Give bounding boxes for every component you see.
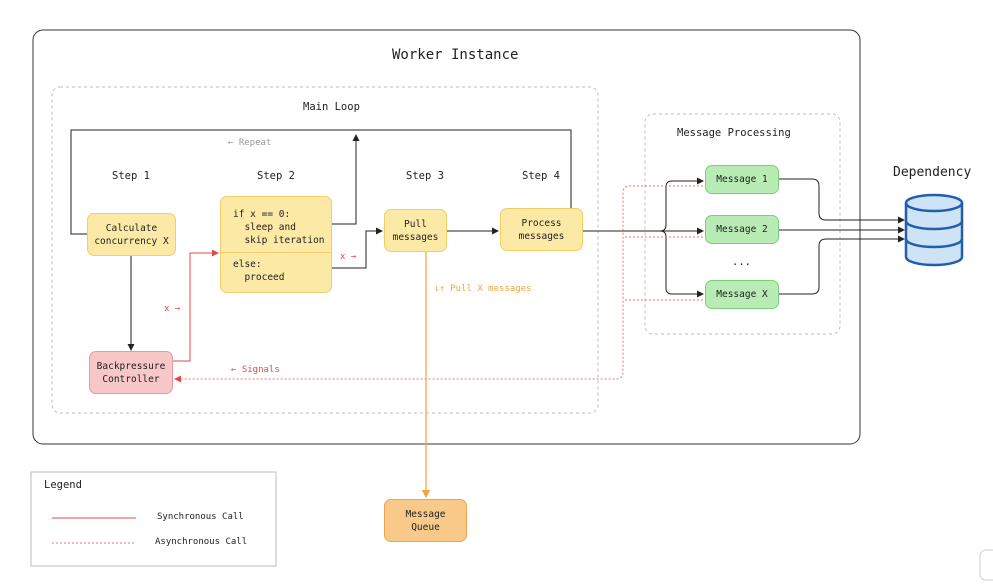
repeat-label: ← Repeat [228,138,272,148]
message-processing-title: Message Processing [677,127,791,139]
step1-label: Step 1 [112,170,150,182]
legend-frame [30,471,277,567]
dependency-title: Dependency [893,165,972,180]
legend-async-label: Asynchronous Call [155,537,248,547]
process-to-message1-edge [583,177,704,232]
worker-instance-frame [32,29,861,445]
message-queue-node: Message Queue [384,499,467,542]
message-1-node: Message 1 [705,165,779,194]
process-messages-node: Process messages [500,208,583,251]
legend-title: Legend [44,479,82,491]
corner-widget [979,549,993,581]
x-label-right: x → [340,252,357,262]
message-2-node: Message 2 [705,215,779,244]
main-loop-title: Main Loop [303,101,360,113]
step2-if-text: if x == 0: sleep and skip iteration [233,209,325,246]
signals-edge [174,185,703,383]
message-x-node: Message X [705,280,779,309]
backpressure-to-step2-edge [173,249,219,362]
step2-label: Step 2 [257,170,295,182]
step3-label: Step 3 [406,170,444,182]
main-loop-frame [51,86,599,414]
step2-divider [221,252,331,253]
step2-to-pull-edge [331,227,383,269]
database-icon [904,193,964,267]
legend-sync-label: Synchronous Call [157,512,244,522]
step4-label: Step 4 [522,170,560,182]
backpressure-controller-node: Backpressure Controller [89,351,173,394]
messageX-to-db-edge [779,235,905,295]
step2-decision-node: if x == 0: sleep and skip iteration else… [220,196,332,293]
calculate-concurrency-node: Calculate concurrency X [87,213,176,256]
step2-else-text: else: proceed [233,259,285,283]
worker-instance-title: Worker Instance [392,47,519,63]
pull-x-messages-label: ↓↑ Pull X messages [434,284,532,294]
x-label-left: x → [164,304,181,314]
message1-to-db-edge [779,178,905,224]
process-to-messageX-edge [583,230,704,298]
message-ellipsis: ... [732,256,751,268]
pull-messages-node: Pull messages [384,209,447,252]
step2-skip-edge [331,134,360,225]
signals-label: ← Signals [231,365,280,375]
repeat-loop-edge [70,129,572,235]
